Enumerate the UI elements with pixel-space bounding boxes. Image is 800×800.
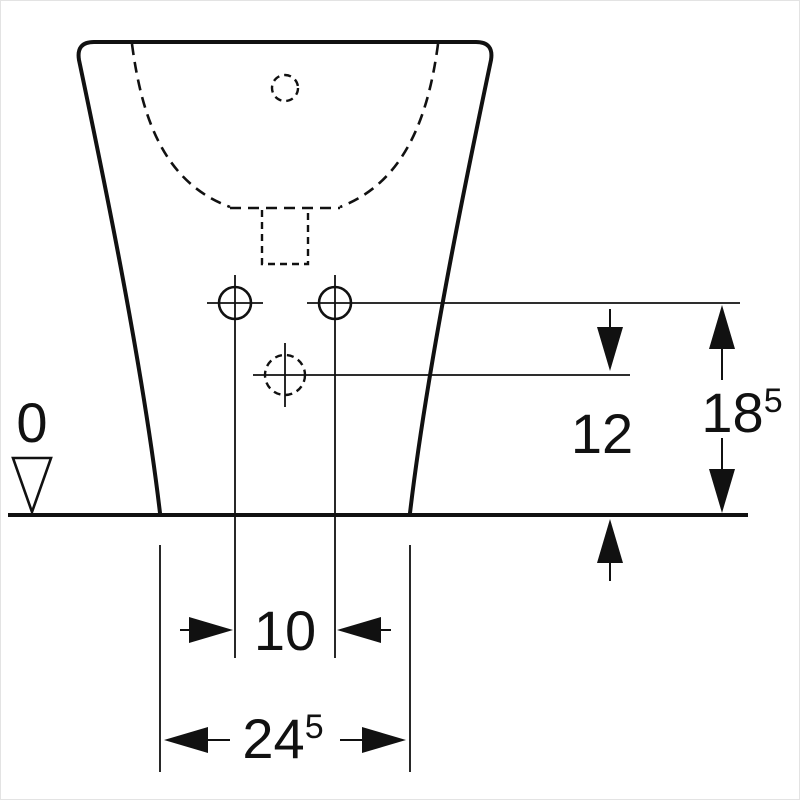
dim-185-arrow-up-icon [709,305,735,349]
tap-hole-dashed-circle [270,73,300,103]
dimension-base-width: 245 [159,545,411,772]
dim-185-label: 185 [701,381,782,444]
dim-10-label: 10 [254,599,316,662]
dim-12-arrow-up-icon [597,519,623,563]
datum-level-icon [11,456,53,516]
dim-245-label: 245 [242,707,323,770]
dim-245-arrow-left-icon [164,727,208,753]
bidet-outline [76,40,494,515]
fixing-holes [207,275,740,658]
dim-12-label: 12 [571,402,633,465]
bowl-dashed-outline-left [130,43,231,209]
dimension-lower-hole-height: 12 [571,309,633,581]
drain-dashed-outline [260,210,310,266]
dimension-hole-spacing: 10 [180,599,391,662]
datum-zero-label: 0 [16,391,47,454]
dim-185-arrow-down-icon [709,469,735,513]
dim-12-arrow-down-icon [597,327,623,371]
dim-245-arrow-right-icon [362,727,406,753]
bidet-body [76,40,494,515]
dim-10-arrow-left-icon [337,617,381,643]
dimension-upper-holes-height: 185 [701,305,783,513]
bowl-dashed-outline-right [339,43,440,209]
dim-10-arrow-right-icon [189,617,233,643]
datum-symbol: 0 [11,391,53,516]
